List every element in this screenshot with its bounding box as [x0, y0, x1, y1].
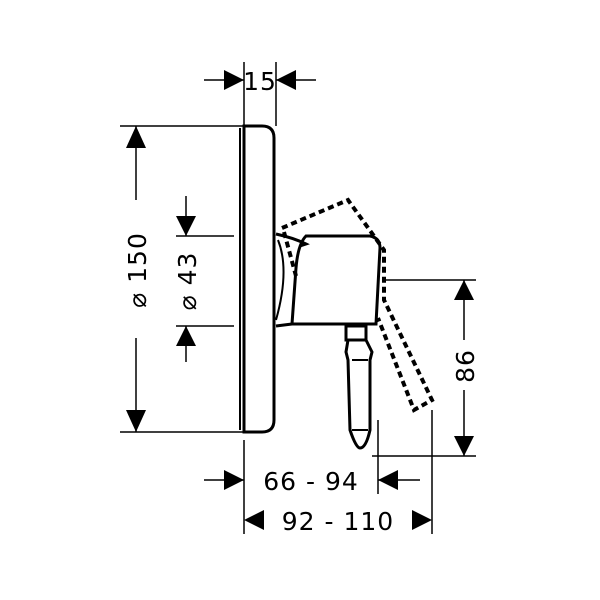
dim-depth-range-outer: 92 - 110: [244, 507, 432, 536]
dim-depth-range-inner: 66 - 94: [204, 467, 420, 496]
dim-depth-top-label: 15: [243, 67, 277, 96]
dim-plate-diameter: ⌀ 150: [123, 126, 152, 432]
extension-lines: [120, 62, 476, 534]
dim-inner-diameter-label: ⌀ 43: [173, 252, 202, 311]
dim-depth-top: 15: [204, 67, 316, 96]
dim-depth-range-inner-label: 66 - 94: [263, 467, 359, 496]
lever-handle: [344, 324, 374, 450]
dim-lever-height: 86: [450, 280, 480, 456]
dim-lever-height-label: 86: [451, 349, 480, 383]
dim-depth-range-outer-label: 92 - 110: [282, 507, 394, 536]
alternate-lever-position: [281, 197, 435, 413]
valve-body: [275, 232, 382, 328]
dim-plate-diameter-label: ⌀ 150: [123, 232, 152, 308]
dim-inner-diameter: ⌀ 43: [173, 196, 202, 362]
wall-plate: [239, 124, 276, 434]
